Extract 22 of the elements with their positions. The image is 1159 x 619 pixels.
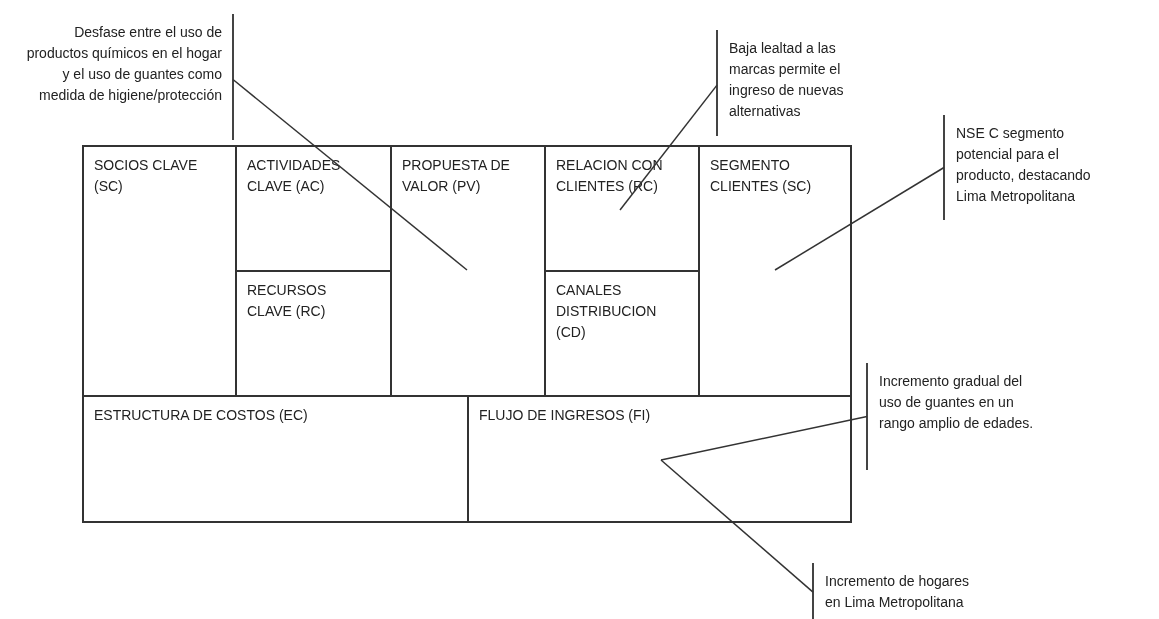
leader-line [619,84,718,211]
canvas-block [82,145,237,397]
block-title: FLUJO DE INGRESOS (FI) [479,406,652,425]
canvas-block [467,395,852,523]
block-title: PROPUESTA DE VALOR (PV) [402,156,511,196]
callout-text: Incremento de hogares en Lima Metropolitana [812,563,977,619]
block-title: SEGMENTO CLIENTES (SC) [710,156,813,196]
block-title: SOCIOS CLAVE (SC) [94,156,199,196]
leader-line [232,78,468,271]
leader-line [660,459,814,593]
canvas-block [698,145,852,397]
leader-line [774,166,945,271]
callout-text: Incremento gradual del uso de guantes en un rango amplio de edades. [866,363,1046,470]
callout-text: NSE C segmento potencial para el producto, destacando Lima Metropolitana [943,115,1118,220]
block-title: RECURSOS CLAVE (RC) [247,281,328,321]
block-title: ESTRUCTURA DE COSTOS (EC) [94,406,309,425]
callout-text: Baja lealtad a las marcas permite el ingreso de nuevas alternativas [716,30,876,136]
block-title: ACTIVIDADES CLAVE (AC) [247,156,342,196]
leader-line [660,415,868,461]
callout-text: Desfase entre el uso de productos químicos en el hogar y el uso de guantes como medida de higiene/protección [20,14,234,140]
canvas-block [82,395,469,523]
block-title: CANALES DISTRIBUCION (CD) [556,281,658,342]
